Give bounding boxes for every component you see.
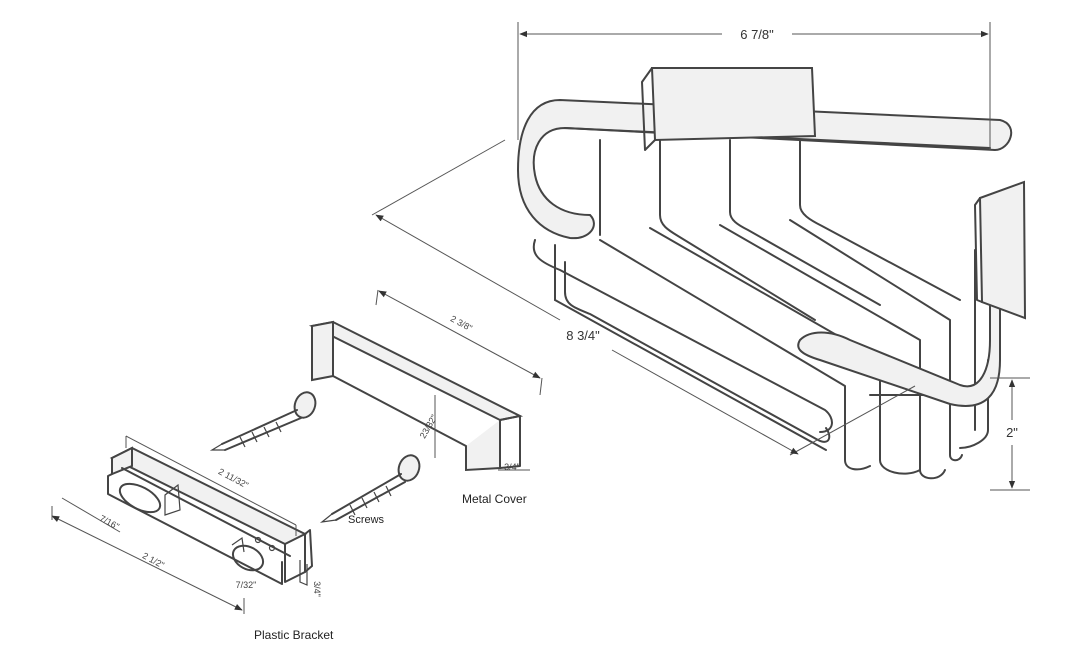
bracket-length-label: 2 1/2" — [141, 550, 166, 570]
basket-lower-rails — [532, 219, 989, 480]
screw-lower — [319, 454, 421, 523]
bracket-length-dimension: 2 1/2" — [51, 506, 245, 614]
metal-cover-width-label: 3/4" — [504, 462, 520, 472]
basket-depth-label: 8 3/4" — [566, 328, 600, 343]
metal-cover — [308, 320, 524, 472]
plastic-bracket — [107, 446, 313, 586]
basket-width-label: 6 7/8" — [740, 27, 774, 42]
metal-cover-length-dimension: 2 3/8" — [375, 289, 543, 396]
basket-front-rim — [797, 295, 1001, 407]
bracket-inner-length-label: 2 11/32" — [217, 466, 250, 490]
metal-cover-height-dimension: 23/32" — [418, 395, 440, 458]
bracket-height-label: 3/4" — [312, 581, 322, 597]
metal-cover-width-dimension: 3/4" — [498, 462, 530, 472]
basket-depth-dimension: 8 3/4" — [371, 139, 916, 456]
bracket-slot-dimension: 7/16" — [61, 497, 121, 533]
basket-back-mount — [650, 67, 817, 142]
basket-height-label: 2" — [1006, 425, 1018, 440]
bracket-slot-label: 7/16" — [98, 513, 121, 532]
screws-label: Screws — [348, 514, 385, 526]
wire-basket — [516, 67, 1027, 480]
plastic-bracket-label: Plastic Bracket — [254, 628, 334, 642]
metal-cover-height-label: 23/32" — [418, 413, 440, 440]
basket-width-dimension: 6 7/8" — [517, 22, 991, 150]
basket-height-dimension: 2" — [990, 377, 1030, 491]
bracket-slot-width-label: 7/32" — [236, 580, 257, 590]
basket-inner-wires — [554, 139, 961, 321]
screw-upper — [209, 391, 317, 451]
metal-cover-label: Metal Cover — [462, 492, 527, 506]
basket-side-mount — [978, 180, 1027, 320]
